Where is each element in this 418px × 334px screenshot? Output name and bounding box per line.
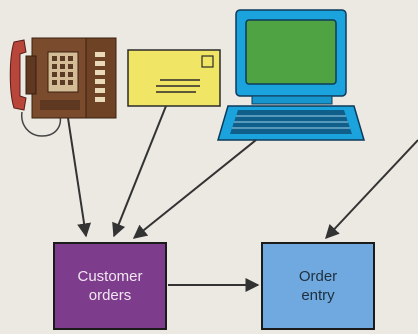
order-entry-label: Order entry <box>262 243 374 329</box>
customer-orders-line2: orders <box>88 287 132 304</box>
telephone-icon <box>9 37 117 137</box>
order-entry-line2: entry <box>301 287 335 304</box>
arrow-envelope-to-customer-orders <box>112 105 167 238</box>
arrow-terminal-to-customer-orders <box>132 139 257 239</box>
computer-terminal-icon <box>216 9 366 141</box>
arrow-offscreen-to-order-entry <box>325 139 418 240</box>
customer-orders-box <box>53 242 167 330</box>
order-entry-box <box>261 242 375 330</box>
arrow-telephone-to-customer-orders <box>67 117 92 238</box>
customer-orders-line1: Customer <box>77 268 143 285</box>
customer-orders-label: Customer orders <box>54 243 166 329</box>
envelope-icon <box>127 49 221 107</box>
order-entry-line1: Order <box>298 268 338 285</box>
